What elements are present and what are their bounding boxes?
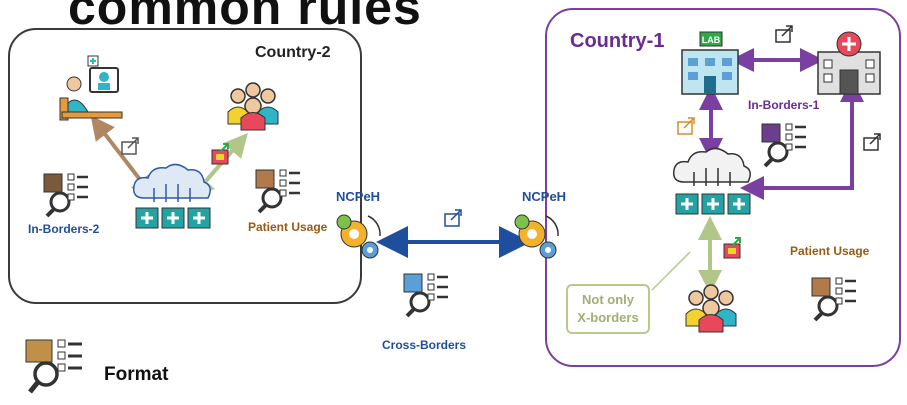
ncpeh-left-label: NCPeH [336,189,381,204]
share-icon-c2-right [211,143,229,165]
ncpeh-right-label: NCPeH [522,189,567,204]
country-2-region [8,28,362,304]
share-icon-cross-border [444,209,462,227]
format-legend-label: Format [104,364,169,385]
patients-group-icon-c2 [227,82,279,131]
hospital-to-cloud-arrow [740,78,864,200]
ncpeh-gear-icon-left [336,214,381,259]
lab-building-icon: LAB [681,31,739,95]
not-only-x-borders-callout: Not only X-borders [566,284,650,334]
lab-sign-label: LAB [702,35,721,45]
not-only-line2: X-borders [577,310,639,325]
country-1-title: Country-1 [570,30,665,52]
patient-usage-2-text: Patient Usage [248,220,328,234]
format-icon-patient-usage-2 [255,169,300,214]
health-cloud-icon-c1 [672,147,751,215]
format-icon-in-borders-2 [43,173,88,218]
not-only-pointer [651,251,691,291]
cross-borders-label: Cross-Borders [382,338,467,352]
hospital-building-icon [817,31,881,95]
in-borders-1-label: In-Borders-1 [748,98,820,112]
share-icon-c1-left [677,117,695,135]
country-1-region [545,8,901,367]
patient-usage-1-label: Patient Usage [790,244,870,258]
patients-group-icon-c1 [685,284,737,333]
country-2-title: Country-2 [255,44,331,61]
share-icon-c1-right [863,133,881,151]
share-icon-c1-top [775,25,793,43]
share-icon-c2-left [121,137,139,155]
format-icon-in-borders-1 [761,123,806,168]
health-cloud-icon-c2 [132,163,211,229]
format-icon-patient-usage-1 [811,277,856,322]
not-only-line1: Not only [582,292,634,307]
format-legend-icon [25,339,82,394]
telemedicine-doctor-icon [59,55,123,121]
patient-usage-2-label: Patient Usage [248,220,327,235]
in-borders-2-label: In-Borders-2 [28,222,100,236]
format-icon-cross-borders [403,273,448,318]
ncpeh-gear-icon-right [514,214,559,259]
share-icon-c1-bottom [723,237,741,259]
